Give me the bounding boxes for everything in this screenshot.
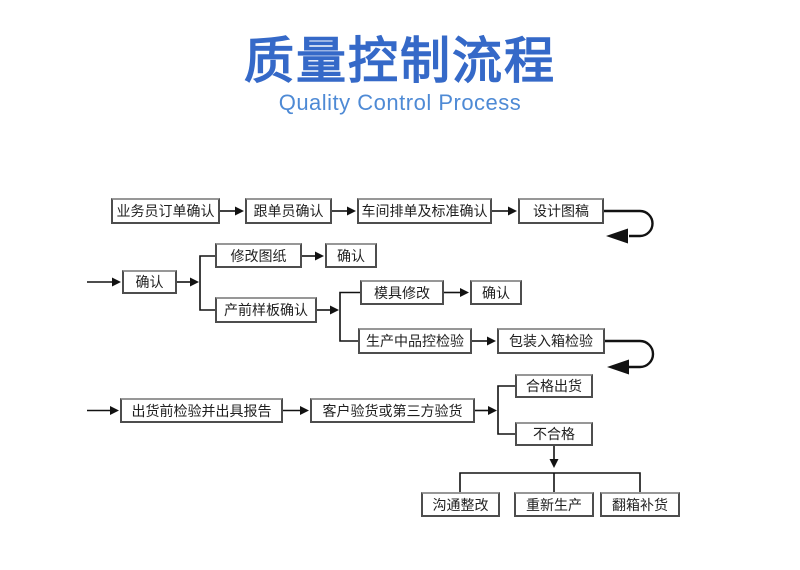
flow-node-customer-or-third-party-inspection: 客户验货或第三方验货 [310, 398, 475, 423]
flow-node-in-production-qc-inspection: 生产中品控检验 [358, 328, 472, 354]
flow-node-communication-rectification: 沟通整改 [421, 492, 500, 517]
flow-node-re-production: 重新生产 [514, 492, 594, 517]
flow-node-merchandiser-confirm: 跟单员确认 [245, 198, 332, 224]
flow-node-pre-production-sample-confirm: 产前样板确认 [215, 297, 317, 323]
flow-node-modify-drawing: 修改图纸 [215, 243, 302, 268]
flow-node-packing-into-box-inspection: 包装入箱检验 [497, 328, 605, 354]
flow-node-box-turnover-replenishment: 翻箱补货 [600, 492, 680, 517]
flow-node-confirm-2: 确认 [325, 243, 377, 268]
flow-node-pre-shipment-inspection-report: 出货前检验并出具报告 [120, 398, 283, 423]
flow-node-confirm-1: 确认 [122, 270, 177, 294]
flow-node-workshop-scheduling-standard-confirm: 车间排单及标准确认 [357, 198, 492, 224]
page-subtitle: Quality Control Process [278, 90, 522, 115]
flow-node-mold-modification: 模具修改 [360, 280, 444, 305]
flow-node-design-draft: 设计图稿 [518, 198, 604, 224]
flow-node-confirm-3: 确认 [470, 280, 522, 305]
flow-node-salesman-order-confirm: 业务员订单确认 [111, 198, 220, 224]
flow-node-qualified-shipment: 合格出货 [515, 374, 593, 398]
flow-node-unqualified: 不合格 [515, 422, 593, 446]
page-header: 质量控制流程 Quality Control Process [0, 34, 800, 115]
page-title: 质量控制流程 [244, 33, 556, 89]
